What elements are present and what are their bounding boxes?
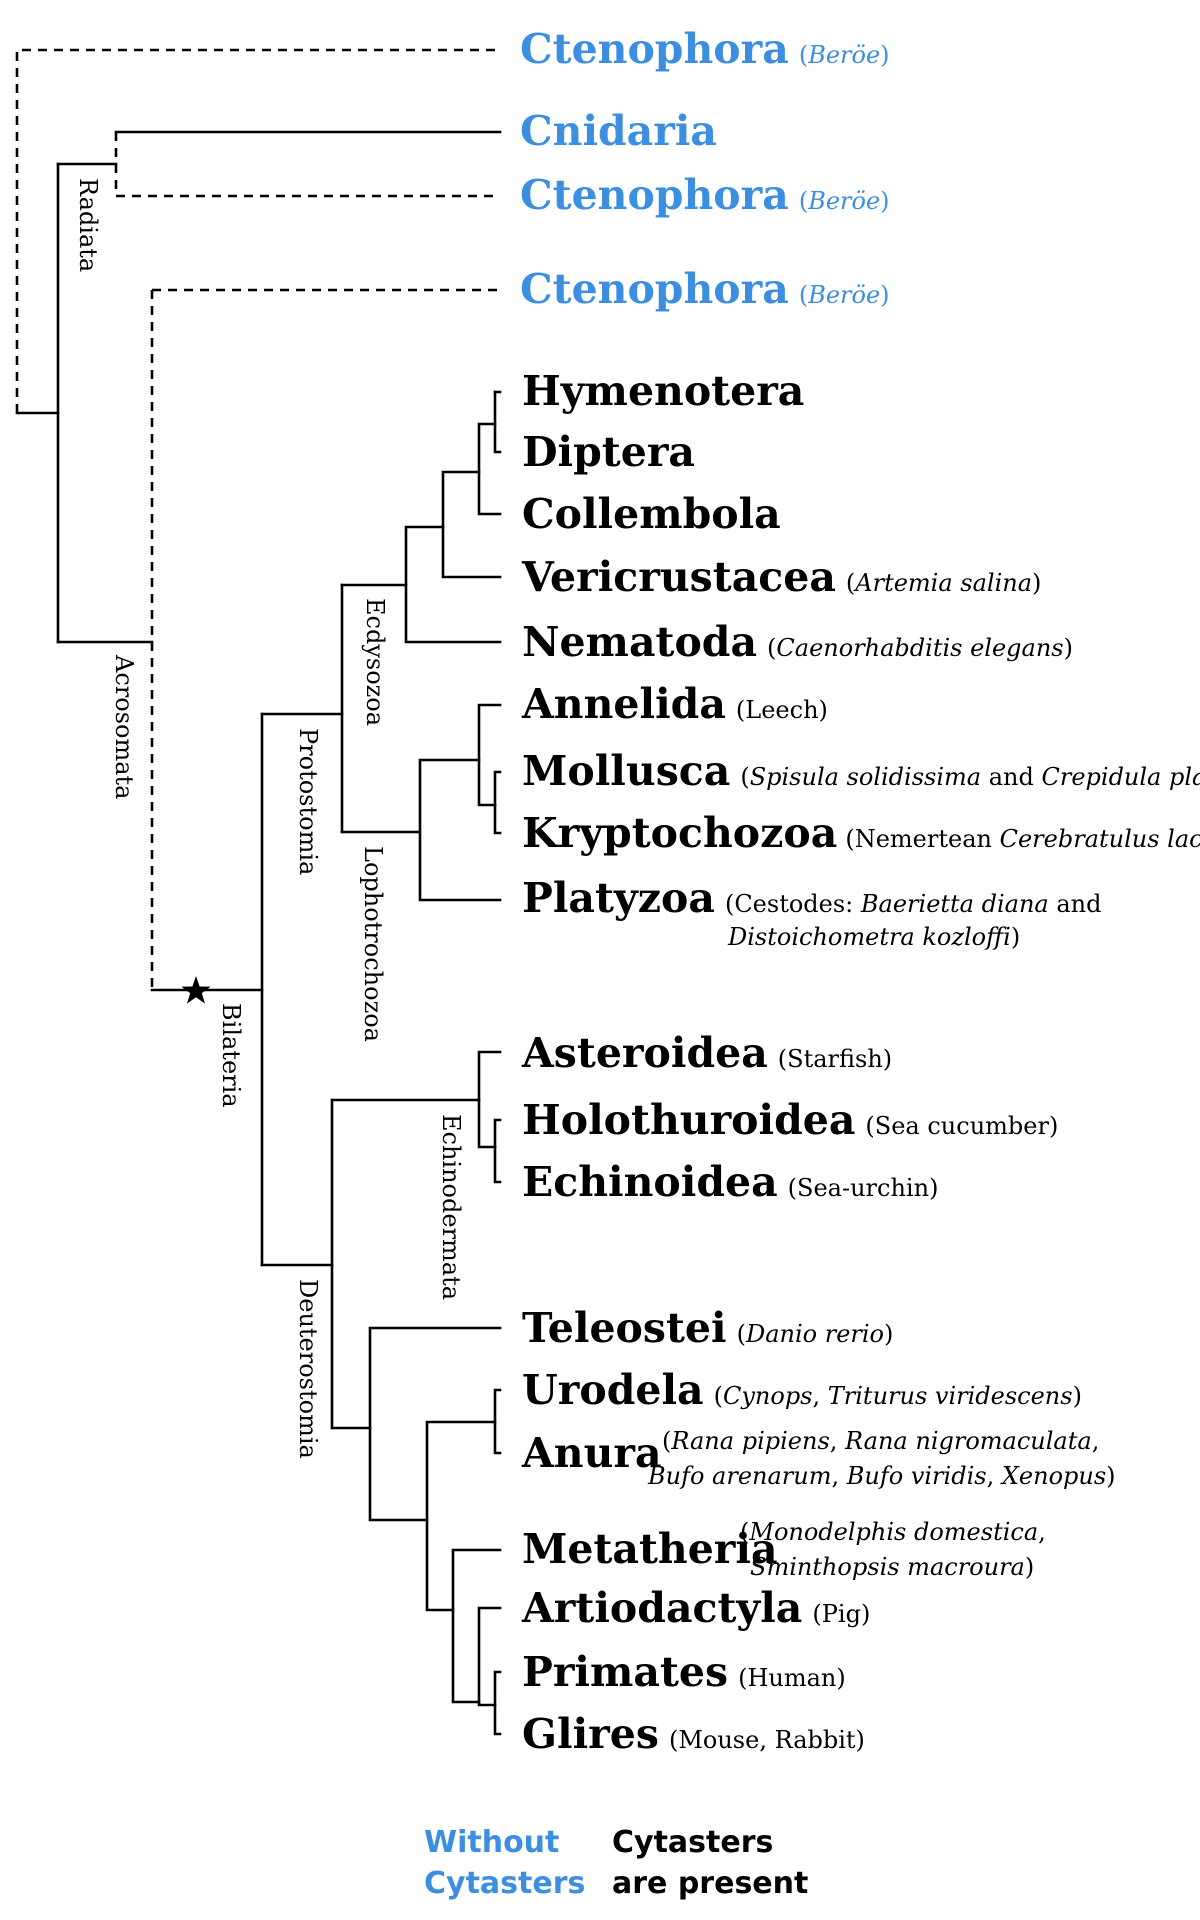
clade-label-radiata: Radiata [74, 178, 102, 272]
branch-collembola [477, 470, 502, 516]
taxon-teleostei: Teleostei(Danio rerio) [522, 1304, 893, 1352]
clade-label-deuterostomia: Deuterostomia [294, 1279, 322, 1459]
taxon-holothuroidea: Holothuroidea(Sea cucumber) [522, 1096, 1058, 1144]
taxon-metatheria-note-line1: (Monodelphis domestica, [740, 1518, 1046, 1546]
taxon-glires: Glires(Mouse, Rabbit) [522, 1710, 865, 1758]
legend: Without Cytasters Cytasters are present [424, 1825, 808, 1901]
taxon-diptera: Diptera [522, 428, 695, 476]
taxon-asteroidea: Asteroidea(Starfish) [521, 1029, 892, 1077]
taxon-hymenotera: Hymenotera [522, 367, 804, 415]
clade-label-bilateria: Bilateria [217, 1003, 245, 1108]
branch-ctenophora-1 [15, 48, 500, 413]
clade-label-ecdysozoa: Ecdysozoa [361, 598, 389, 726]
taxon-ctenophora-1: Ctenophora(Beröe) [520, 25, 890, 73]
taxon-primates: Primates(Human) [522, 1648, 846, 1696]
branch-kryptochozoa [493, 803, 502, 835]
legend-without-line1: Without [424, 1825, 559, 1860]
taxon-metatheria: Metatheria [522, 1525, 778, 1573]
branch-tetrapoda [368, 1388, 502, 1522]
legend-without-line2: Cytasters [424, 1866, 585, 1901]
branch-echinoidea [493, 1145, 502, 1184]
tree-branches [15, 48, 502, 1736]
taxon-kryptochozoa: Kryptochozoa(Nemertean Cerebratulus lact… [522, 809, 1200, 857]
clade-label-acrosomata: Acrosomata [110, 654, 138, 799]
taxon-echinoidea: Echinoidea(Sea-urchin) [522, 1158, 938, 1206]
taxon-cnidaria: Cnidaria [520, 107, 717, 155]
branch-ecdysozoa [340, 390, 497, 587]
branch-diptera [493, 422, 502, 454]
clade-label-echinodermata: Echinodermata [437, 1114, 465, 1300]
taxon-ctenophora-2: Ctenophora(Beröe) [520, 171, 890, 219]
taxon-artiodactyla: Artiodactyla(Pig) [521, 1584, 870, 1632]
clade-labels: Radiata Acrosomata Protostomia Bilateria… [74, 178, 465, 1459]
taxon-labels: Ctenophora(Beröe) Cnidaria Ctenophora(Be… [520, 25, 1200, 1758]
branch-mammalia [425, 1518, 502, 1612]
legend-present-line2: are present [612, 1866, 808, 1901]
clade-label-protostomia: Protostomia [294, 728, 322, 875]
taxon-anura: Anura [521, 1429, 662, 1477]
taxon-anura-note-line2: Bufo arenarum, Bufo viridis, Xenopus) [647, 1462, 1116, 1490]
star-icon [181, 976, 211, 1004]
branch-chordata [330, 1326, 502, 1430]
branch-glires [493, 1703, 502, 1736]
branch-ecdysozoa-stem [404, 583, 502, 644]
branch-lophotrochozoa [340, 703, 502, 834]
taxon-mollusca: Mollusca(Spisula solidissima and Crepidu… [522, 747, 1200, 795]
taxon-annelida: Annelida(Leech) [521, 680, 828, 728]
branch-holo-echino [477, 1098, 502, 1149]
taxon-platyzoa-line2: Distoichometra kozloffi) [727, 923, 1020, 951]
taxon-nematoda: Nematoda(Caenorhabditis elegans) [522, 618, 1073, 666]
branch-echinodermata [330, 1050, 502, 1102]
taxon-vericrustacea: Vericrustacea(Artemia salina) [521, 553, 1041, 601]
taxon-anura-note-line1: (Rana pipiens, Rana nigromaculata, [662, 1427, 1099, 1455]
legend-present-line1: Cytasters [612, 1825, 773, 1860]
branch-platyzoa [418, 830, 502, 902]
taxon-metatheria-note-line2: Sminthopsis macroura) [750, 1553, 1034, 1581]
branch-vericrustacea [441, 525, 502, 579]
branch-eutheria [451, 1606, 502, 1704]
taxon-collembola: Collembola [522, 490, 781, 538]
branch-mollusca-kryptochozoa [477, 758, 502, 807]
clade-label-lophotrochozoa: Lophotrochozoa [359, 846, 387, 1042]
taxon-ctenophora-3: Ctenophora(Beröe) [520, 265, 890, 313]
branch-anura [493, 1420, 502, 1455]
branch-primates-glires [477, 1670, 502, 1707]
taxon-platyzoa: Platyzoa(Cestodes: Baerietta diana and [522, 874, 1102, 922]
taxon-urodela: Urodela(Cynops, Triturus viridescens) [522, 1366, 1082, 1414]
